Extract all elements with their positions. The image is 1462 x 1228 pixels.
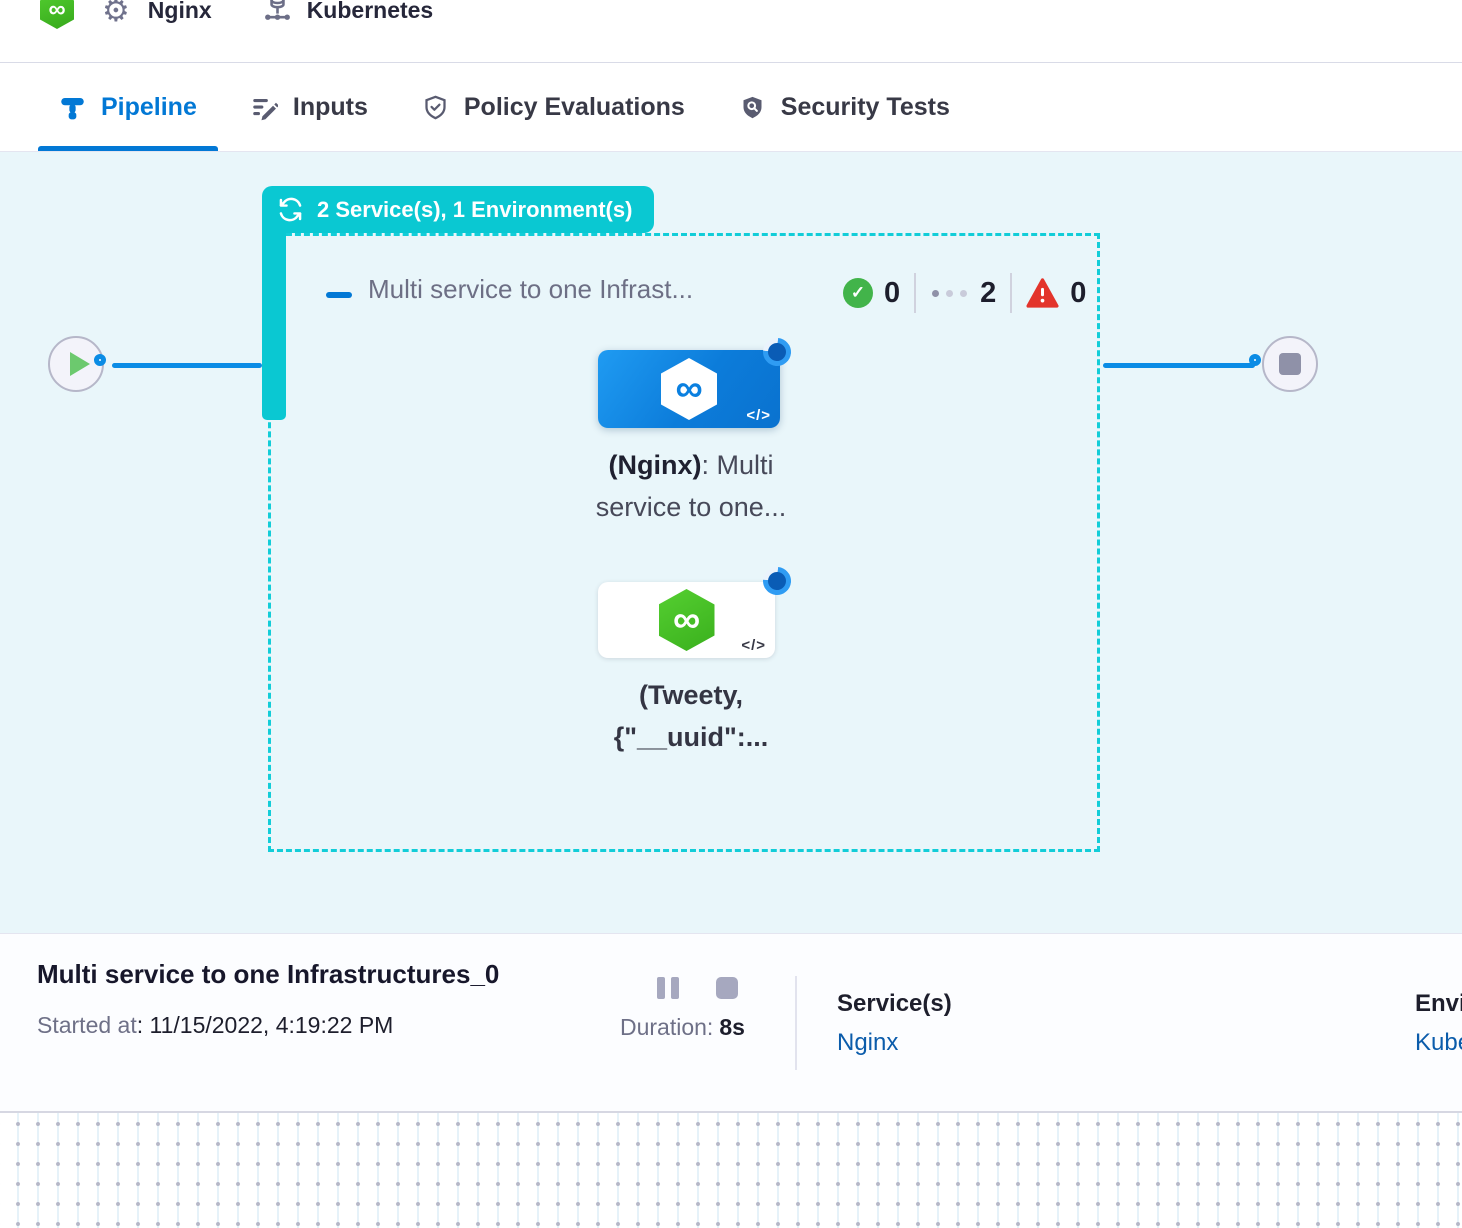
console-grid-area bbox=[0, 1111, 1462, 1228]
pipeline-canvas[interactable]: 2 Service(s), 1 Environment(s) Multi ser… bbox=[0, 152, 1462, 933]
count-separator bbox=[914, 273, 917, 313]
abort-button[interactable] bbox=[716, 977, 738, 999]
stage-title: Multi service to one Infrast... bbox=[368, 274, 694, 304]
duration-value: 8s bbox=[719, 1014, 745, 1040]
pause-button[interactable] bbox=[657, 977, 679, 999]
header-bar: ∞ ⚙ Nginx Kubernetes bbox=[0, 0, 1462, 63]
tab-inputs-label: Inputs bbox=[292, 92, 368, 121]
node-nginx-service[interactable]: ∞ </> bbox=[598, 350, 780, 428]
edge-start-to-stage bbox=[112, 363, 262, 368]
pipeline-icon bbox=[59, 94, 86, 121]
start-connector-dot bbox=[94, 354, 106, 366]
breadcrumb: ∞ ⚙ Nginx Kubernetes bbox=[40, 0, 433, 34]
execution-tabbar: Pipeline Inputs Policy Eval bbox=[0, 63, 1462, 152]
execution-summary-bar: Multi service to one Infrastructures_0 S… bbox=[0, 933, 1462, 1111]
duration: Duration:8s bbox=[620, 1014, 745, 1041]
stage-services-badge[interactable]: 2 Service(s), 1 Environment(s) bbox=[262, 186, 655, 233]
nginx-node-label: (Nginx): Multi service to one... bbox=[595, 450, 787, 522]
failed-count-icon bbox=[1026, 278, 1059, 308]
stop-icon bbox=[1279, 353, 1301, 375]
tab-inputs[interactable]: Inputs bbox=[230, 63, 389, 151]
gear-icon: ⚙ bbox=[102, 0, 130, 28]
success-count: 0 bbox=[884, 276, 901, 309]
node-tweety-service[interactable]: ∞ </> bbox=[598, 582, 775, 658]
infinity-glyph: ∞ bbox=[48, 0, 66, 23]
harness-hexagon-icon: ∞ bbox=[661, 358, 717, 420]
stage-badge-label: 2 Service(s), 1 Environment(s) bbox=[317, 196, 633, 222]
play-icon bbox=[69, 352, 90, 376]
code-icon: </> bbox=[741, 637, 766, 654]
pipeline-end-node bbox=[1262, 336, 1318, 392]
duration-label: Duration: bbox=[620, 1014, 714, 1040]
tab-pipeline[interactable]: Pipeline bbox=[38, 63, 218, 151]
count-separator bbox=[1010, 273, 1013, 313]
failed-count: 0 bbox=[1070, 276, 1087, 309]
environments-label: Envi bbox=[1415, 990, 1462, 1017]
environments-value-link[interactable]: Kube bbox=[1415, 1029, 1462, 1056]
end-connector-dot bbox=[1249, 354, 1261, 366]
tweety-node-label: (Tweety, {"__uuid":... bbox=[613, 680, 769, 752]
harness-service-icon: ∞ bbox=[40, 0, 74, 29]
infrastructure-name-link[interactable]: Kubernetes bbox=[306, 0, 434, 23]
stage-collapse-button[interactable] bbox=[326, 292, 352, 298]
tab-security-tests-label: Security Tests bbox=[780, 92, 950, 121]
started-at: Started at: 11/15/2022, 4:19:22 PM bbox=[37, 1012, 393, 1039]
tab-security-tests[interactable]: Security Tests bbox=[718, 63, 971, 151]
environments-summary: Envi Kube bbox=[1415, 990, 1462, 1057]
started-at-label: Started at bbox=[37, 1012, 137, 1038]
edge-stage-to-end bbox=[1103, 363, 1255, 368]
inputs-icon bbox=[251, 94, 278, 121]
stage-left-bar bbox=[262, 230, 286, 420]
policy-shield-check-icon bbox=[422, 94, 449, 121]
tab-policy-evaluations[interactable]: Policy Evaluations bbox=[401, 63, 706, 151]
execution-title: Multi service to one Infrastructures_0 bbox=[37, 959, 500, 989]
running-count: 2 bbox=[980, 276, 997, 309]
code-icon: </> bbox=[746, 407, 771, 424]
execution-controls bbox=[657, 977, 738, 999]
stage-status-counts: ✓ 0 2 0 bbox=[843, 270, 1086, 316]
harness-hexagon-icon: ∞ bbox=[658, 589, 715, 651]
loop-icon bbox=[277, 196, 304, 223]
services-value-link[interactable]: Nginx bbox=[837, 1029, 899, 1056]
stage-group-box bbox=[268, 233, 1100, 852]
service-name-link[interactable]: Nginx bbox=[147, 0, 212, 23]
tab-pipeline-label: Pipeline bbox=[101, 92, 197, 121]
footer-divider bbox=[795, 976, 797, 1070]
infrastructure-icon bbox=[262, 0, 293, 26]
security-shield-icon bbox=[739, 94, 766, 121]
services-label: Service(s) bbox=[837, 990, 952, 1017]
services-summary: Service(s) Nginx bbox=[837, 990, 952, 1057]
tab-policy-evaluations-label: Policy Evaluations bbox=[463, 92, 685, 121]
success-count-icon: ✓ bbox=[843, 278, 873, 308]
running-count-icon bbox=[932, 289, 968, 297]
started-at-value: : 11/15/2022, 4:19:22 PM bbox=[136, 1012, 394, 1038]
